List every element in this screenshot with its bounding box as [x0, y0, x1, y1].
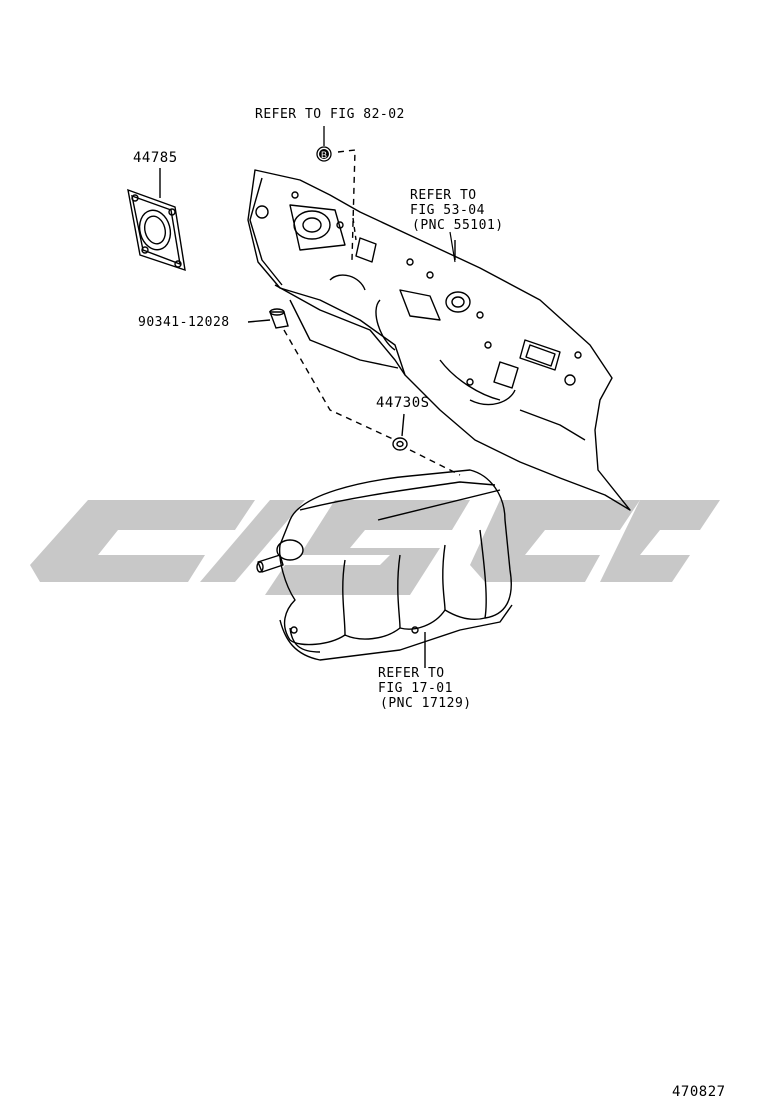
- ref-fig-17-line2: FIG 17-01: [378, 681, 453, 696]
- ref-fig-17-line1: REFER TO: [378, 666, 445, 681]
- ref-fig-82-label: REFER TO FIG 82-02: [255, 107, 405, 122]
- dash-panel-drawing: [247, 149, 631, 511]
- gasket-44785-drawing: [127, 168, 186, 272]
- ref-fig-53-line2: FIG 53-04: [410, 203, 485, 218]
- badge-b: B: [316, 126, 332, 162]
- part-number-44785: 44785: [133, 150, 178, 166]
- ref-fig-17-line3: (PNC 17129): [380, 696, 472, 711]
- part-number-90341: 90341-12028: [138, 315, 230, 330]
- badge-b-letter: B: [321, 150, 327, 160]
- watermark-logo: [30, 500, 720, 595]
- part-number-44730s: 44730S: [376, 395, 430, 411]
- leader-lines: [449, 231, 456, 263]
- plug-90341-drawing: [247, 308, 396, 441]
- intake-manifold-drawing: [256, 469, 513, 668]
- figure-number: 470827: [672, 1084, 726, 1100]
- ref-fig-53-line3: (PNC 55101): [412, 218, 504, 233]
- ref-fig-53-line1: REFER TO: [410, 188, 477, 203]
- grommet-44730s-drawing: [392, 413, 461, 476]
